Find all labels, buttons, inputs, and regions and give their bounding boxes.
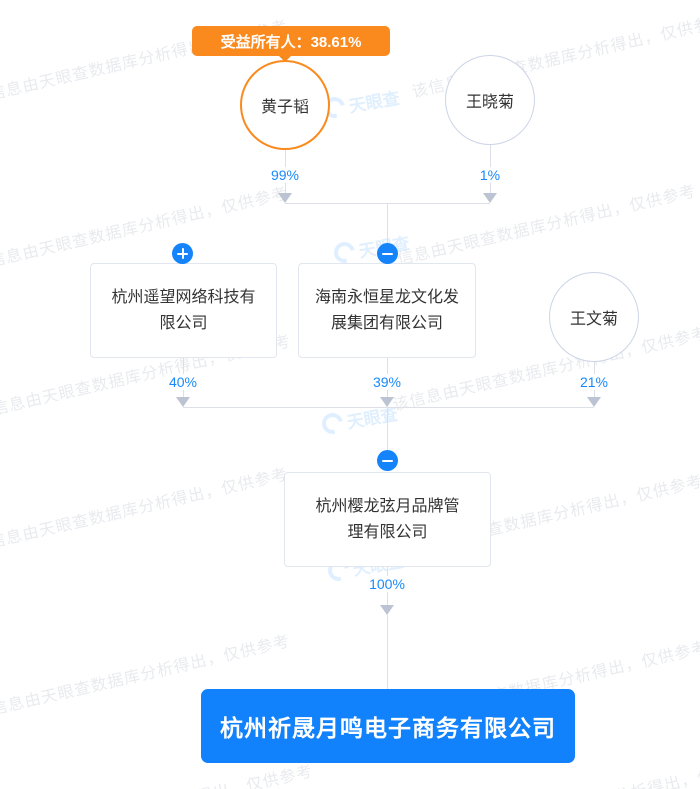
arrow-down-icon — [380, 397, 394, 407]
company-node-yaowang[interactable]: 杭州遥望网络科技有限公司 — [90, 263, 277, 358]
expand-plus-icon[interactable] — [172, 243, 193, 264]
connector-line — [387, 615, 388, 689]
watermark-text: 该信息由天眼查数据库分析得出，仅供参考 — [379, 183, 698, 273]
share-label-21: 21% — [576, 374, 612, 390]
watermark-text: 该信息由天眼查数据库分析得出，仅供参考 — [0, 466, 290, 556]
tianyancha-c-icon — [318, 409, 347, 438]
tianyancha-logo-watermark: 天眼查 — [330, 229, 411, 267]
person-node-wang-xiaoju[interactable]: 王晓菊 — [445, 55, 535, 145]
arrow-down-icon — [587, 397, 601, 407]
share-label-99: 99% — [267, 167, 303, 183]
arrow-down-icon — [176, 397, 190, 407]
connector-line — [387, 407, 388, 451]
tianyancha-logo-watermark: 天眼查 — [320, 84, 401, 122]
share-label-100: 100% — [366, 576, 408, 592]
watermark-text: 该信息由天眼查数据库分析得出，仅供参考 — [0, 185, 290, 275]
company-name: 杭州樱龙弦月品牌管理有限公司 — [315, 497, 460, 541]
company-name: 杭州遥望网络科技有限公司 — [111, 288, 256, 332]
connector-line — [387, 203, 388, 244]
company-node-yinglong-xianyue[interactable]: 杭州樱龙弦月品牌管理有限公司 — [284, 472, 491, 567]
collapse-minus-icon[interactable] — [377, 450, 398, 471]
collapse-minus-icon[interactable] — [377, 243, 398, 264]
arrow-down-icon — [380, 605, 394, 615]
person-node-huang-zitao[interactable]: 黄子韬 — [240, 60, 330, 150]
target-company-node: 杭州祈晟月鸣电子商务有限公司 — [201, 689, 575, 763]
arrow-down-icon — [278, 193, 292, 203]
share-label-1: 1% — [476, 167, 504, 183]
company-name: 海南永恒星龙文化发展集团有限公司 — [314, 288, 459, 332]
connector-line — [183, 407, 594, 408]
arrow-down-icon — [483, 193, 497, 203]
share-label-40: 40% — [165, 374, 201, 390]
beneficial-owner-badge: 受益所有人：38.61% — [192, 26, 390, 62]
company-node-hainan-yongheng[interactable]: 海南永恒星龙文化发展集团有限公司 — [298, 263, 476, 358]
share-label-39: 39% — [369, 374, 405, 390]
person-node-wang-wenju[interactable]: 王文菊 — [549, 272, 639, 362]
